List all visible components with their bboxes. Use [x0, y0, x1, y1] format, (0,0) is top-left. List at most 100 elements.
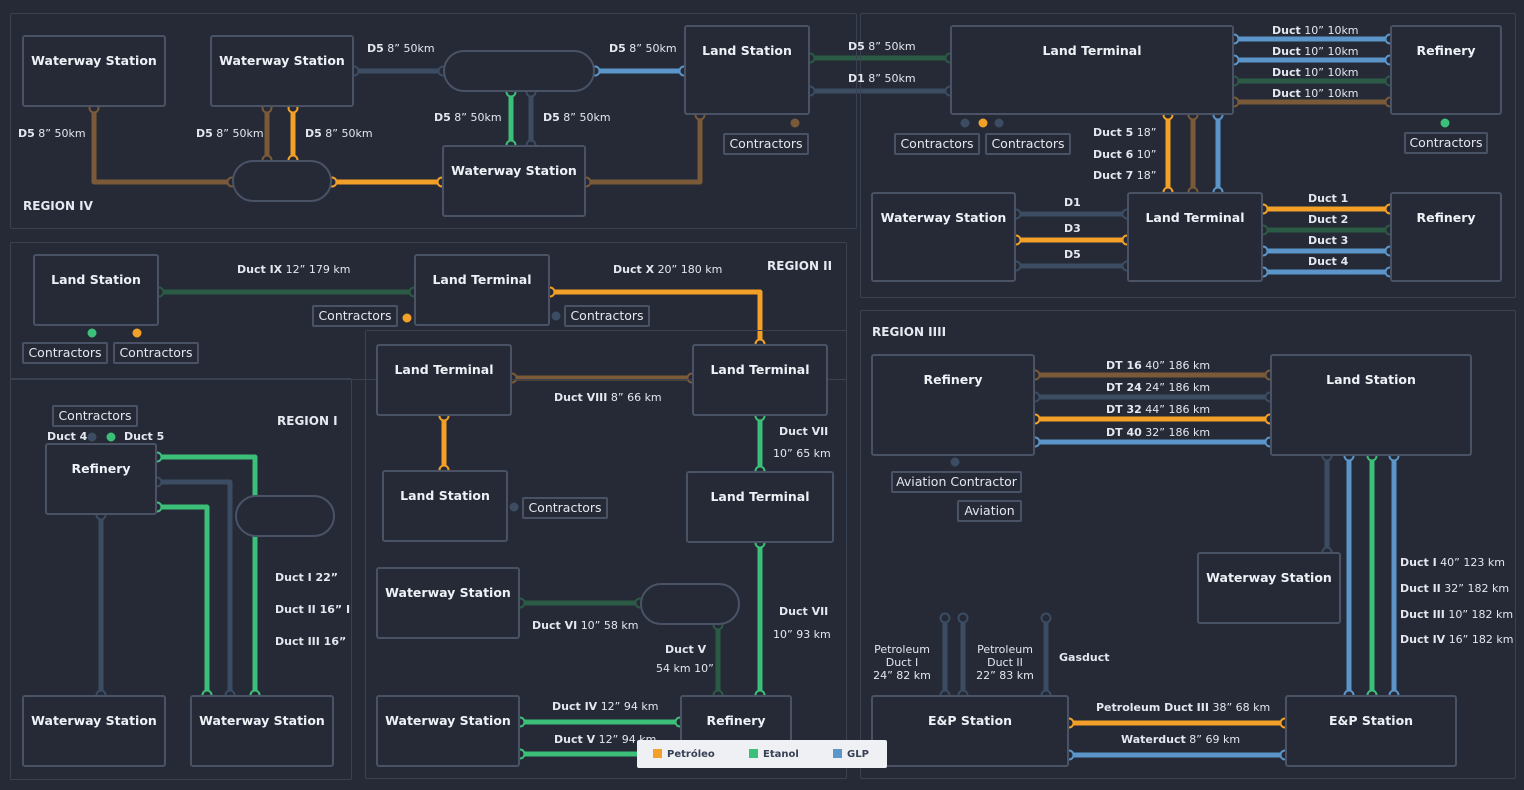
- refinery-node[interactable]: Refinery: [1390, 192, 1502, 282]
- duct-label: Duct 4: [1308, 255, 1349, 268]
- duct-label: Duct II 32” 182 km: [1400, 582, 1510, 595]
- ep-station-node[interactable]: E&P Station: [1285, 695, 1457, 767]
- connector-icon[interactable]: [131, 327, 143, 339]
- contractors-tag[interactable]: Contractors: [564, 305, 650, 327]
- region-iv-right-panel: [860, 13, 1516, 298]
- contractors-tag[interactable]: Contractors: [522, 497, 608, 519]
- duct-label: Duct 10” 10km: [1272, 45, 1359, 58]
- pipeline[interactable]: [154, 479, 233, 698]
- duct-label: Duct 5 18”: [1093, 126, 1157, 139]
- refinery-node[interactable]: Refinery: [871, 354, 1035, 456]
- connector-icon[interactable]: [105, 431, 117, 443]
- duct-label: Duct 3: [1308, 234, 1349, 247]
- duct-label: D5 8” 50km: [609, 42, 677, 55]
- contractors-tag[interactable]: Contractors: [113, 342, 199, 364]
- connector-icon[interactable]: [957, 612, 969, 624]
- connector-icon[interactable]: [939, 612, 951, 624]
- pipeline[interactable]: [547, 289, 763, 347]
- pipeline[interactable]: [154, 454, 258, 698]
- ep-station-node[interactable]: E&P Station: [871, 695, 1069, 767]
- connector-icon[interactable]: [959, 117, 971, 129]
- connector-icon[interactable]: [949, 456, 961, 468]
- legend-swatch: [833, 749, 842, 758]
- land-terminal-node[interactable]: Land Terminal: [414, 254, 550, 326]
- duct-label: D1 8” 50km: [848, 72, 916, 85]
- connector-icon[interactable]: [1040, 612, 1052, 624]
- duct-label: DT 40 32” 186 km: [1106, 426, 1211, 439]
- land-station-node[interactable]: Land Station: [33, 254, 159, 326]
- duct-label: Duct I 22”: [275, 571, 339, 584]
- duct-label: Duct 10” 10km: [1272, 87, 1359, 100]
- connector-icon[interactable]: [508, 501, 520, 513]
- connector-icon[interactable]: [401, 312, 413, 324]
- waterway-station-node[interactable]: Waterway Station: [871, 192, 1016, 282]
- duct-label: D5 8” 50km: [848, 40, 916, 53]
- contractors-tag[interactable]: Contractors: [985, 133, 1071, 155]
- contractors-tag[interactable]: Contractors: [22, 342, 108, 364]
- duct-label: Duct VII: [779, 425, 829, 438]
- waterway-station-node[interactable]: Waterway Station: [22, 695, 166, 767]
- contractors-tag[interactable]: Contractors: [894, 133, 980, 155]
- waterway-station-node[interactable]: Waterway Station: [376, 695, 520, 767]
- connector-icon[interactable]: [977, 117, 989, 129]
- aviation-tag[interactable]: Aviation: [957, 500, 1022, 522]
- connector-icon[interactable]: [993, 117, 1005, 129]
- refinery-node[interactable]: Refinery: [1390, 25, 1502, 115]
- duct-label: Duct IV 12” 94 km: [552, 700, 659, 713]
- duct-label: D5 8” 50km: [367, 42, 435, 55]
- region-i-title: REGION I: [277, 414, 338, 428]
- duct-label: 10” 93 km: [773, 628, 831, 641]
- waterway-station-node[interactable]: Waterway Station: [22, 35, 166, 107]
- land-terminal-node[interactable]: Land Terminal: [692, 344, 828, 416]
- connector-icon[interactable]: [550, 310, 562, 322]
- storage-tank[interactable]: [235, 495, 335, 537]
- duct-label: Duct I 40” 123 km: [1400, 556, 1505, 569]
- duct-label: DT 16 40” 186 km: [1106, 359, 1211, 372]
- duct-label: Petroleum Duct III 38” 68 km: [1096, 701, 1271, 714]
- waterway-station-node[interactable]: Waterway Station: [442, 145, 586, 217]
- waterway-station-node[interactable]: Waterway Station: [376, 567, 520, 639]
- duct-label: D5 8” 50km: [18, 127, 86, 140]
- storage-tank[interactable]: [443, 50, 595, 92]
- land-station-node[interactable]: Land Station: [684, 25, 810, 115]
- land-station-node[interactable]: Land Station: [1270, 354, 1472, 456]
- pipeline[interactable]: [583, 112, 703, 185]
- land-terminal-node[interactable]: Land Terminal: [1127, 192, 1263, 282]
- pipeline[interactable]: [154, 504, 210, 698]
- duct-label: D5: [1064, 248, 1081, 261]
- connector-icon[interactable]: [86, 431, 98, 443]
- storage-tank[interactable]: [232, 160, 332, 202]
- contractors-tag[interactable]: Contractors: [723, 133, 809, 155]
- land-terminal-node[interactable]: Land Terminal: [950, 25, 1234, 115]
- legend-item-glp: GLP: [833, 749, 869, 760]
- duct-label: Duct 10” 10km: [1272, 66, 1359, 79]
- storage-tank[interactable]: [640, 583, 740, 625]
- duct-label: Duct III 16”: [275, 635, 347, 648]
- waterway-station-node[interactable]: Waterway Station: [1197, 552, 1341, 624]
- contractors-tag[interactable]: Contractors: [52, 405, 138, 427]
- connector-icon[interactable]: [1439, 117, 1451, 129]
- legend-item-petroleo: Petróleo: [653, 749, 715, 760]
- duct-label: Duct III 10” 182 km: [1400, 608, 1514, 621]
- duct-label: D5 8” 50km: [543, 111, 611, 124]
- duct-label: D3: [1064, 222, 1081, 235]
- duct-label: Duct 7 18”: [1093, 169, 1157, 182]
- contractors-tag[interactable]: Contractors: [312, 305, 398, 327]
- contractors-tag[interactable]: Contractors: [1404, 132, 1488, 154]
- land-station-node[interactable]: Land Station: [382, 470, 508, 542]
- land-terminal-node[interactable]: Land Terminal: [376, 344, 512, 416]
- refinery-node[interactable]: Refinery: [45, 443, 157, 515]
- region-ii-title: REGION II: [767, 259, 833, 273]
- waterway-station-node[interactable]: Waterway Station: [190, 695, 334, 767]
- duct-label: Duct IV 16” 182 km: [1400, 633, 1514, 646]
- waterway-station-node[interactable]: Waterway Station: [210, 35, 354, 107]
- land-terminal-node[interactable]: Land Terminal: [686, 471, 834, 543]
- connector-icon[interactable]: [86, 327, 98, 339]
- region-iiii-panel: [860, 310, 1516, 779]
- legend-label: Etanol: [763, 749, 799, 760]
- duct-label: Duct 6 10”: [1093, 148, 1157, 161]
- connector-icon[interactable]: [789, 117, 801, 129]
- pipeline[interactable]: [91, 105, 235, 185]
- aviation-contractor-tag[interactable]: Aviation Contractor: [891, 471, 1022, 493]
